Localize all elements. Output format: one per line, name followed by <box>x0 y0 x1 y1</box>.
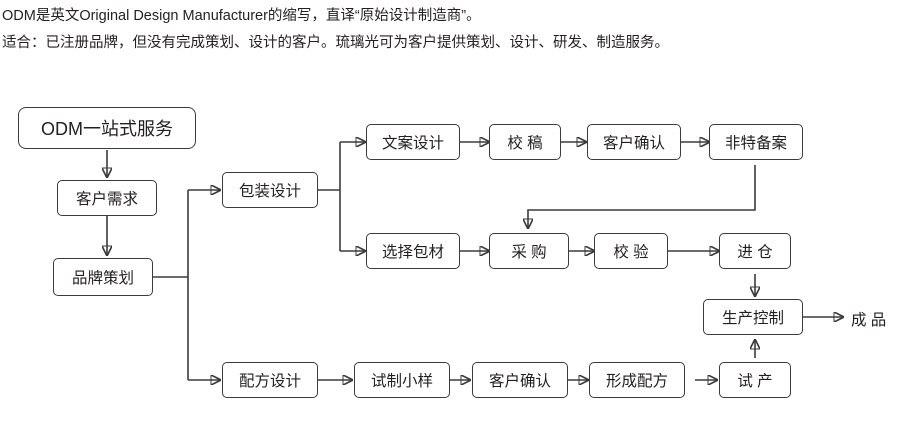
node-start[interactable]: ODM一站式服务 <box>18 107 196 149</box>
node-form-formula[interactable]: 形成配方 <box>589 362 685 398</box>
node-customer-confirm-2[interactable]: 客户确认 <box>472 362 568 398</box>
node-finished-product: 成 品 <box>851 308 886 330</box>
node-brand-planning-label: 品牌策划 <box>71 270 134 287</box>
node-trial-sample[interactable]: 试制小样 <box>354 362 450 398</box>
node-customer-confirm-1[interactable]: 客户确认 <box>587 124 681 160</box>
node-proofread[interactable]: 校 稿 <box>489 124 561 160</box>
node-warehouse-in[interactable]: 进 仓 <box>719 233 791 269</box>
node-start-label: ODM一站式服务 <box>41 119 173 139</box>
node-formula-design-label: 配方设计 <box>238 373 301 390</box>
description-line-1: ODM是英文Original Design Manufacturer的缩写，直译… <box>2 8 481 24</box>
node-formula-design[interactable]: 配方设计 <box>222 362 318 398</box>
node-inspect[interactable]: 校 验 <box>594 233 668 269</box>
node-select-material-label: 选择包材 <box>381 244 444 261</box>
node-select-material[interactable]: 选择包材 <box>366 233 460 269</box>
node-package-design-label: 包装设计 <box>238 183 301 200</box>
node-purchase[interactable]: 采 购 <box>489 233 569 269</box>
node-inspect-label: 校 验 <box>613 244 649 261</box>
node-customer-confirm-2-label: 客户确认 <box>488 373 551 390</box>
node-purchase-label: 采 购 <box>511 244 547 261</box>
node-trial-sample-label: 试制小样 <box>370 373 433 390</box>
node-form-formula-label: 形成配方 <box>605 373 668 390</box>
node-customer-need[interactable]: 客户需求 <box>57 180 157 216</box>
node-trial-production[interactable]: 试 产 <box>719 362 791 398</box>
node-customer-confirm-1-label: 客户确认 <box>602 135 665 152</box>
node-production-control[interactable]: 生产控制 <box>703 299 803 335</box>
node-copy-design-label: 文案设计 <box>381 135 444 152</box>
node-non-special-record-label: 非特备案 <box>724 135 787 152</box>
description-line-2: 适合：已注册品牌，但没有完成策划、设计的客户。琉璃光可为客户提供策划、设计、研发… <box>2 35 669 51</box>
node-copy-design[interactable]: 文案设计 <box>366 124 460 160</box>
node-brand-planning[interactable]: 品牌策划 <box>53 258 153 296</box>
node-production-control-label: 生产控制 <box>721 310 784 327</box>
node-warehouse-in-label: 进 仓 <box>737 244 773 261</box>
node-proofread-label: 校 稿 <box>507 135 543 152</box>
node-customer-need-label: 客户需求 <box>75 191 138 208</box>
node-trial-production-label: 试 产 <box>737 373 773 390</box>
node-finished-product-label: 成 品 <box>851 312 887 329</box>
node-package-design[interactable]: 包装设计 <box>222 172 318 208</box>
node-non-special-record[interactable]: 非特备案 <box>709 124 803 160</box>
